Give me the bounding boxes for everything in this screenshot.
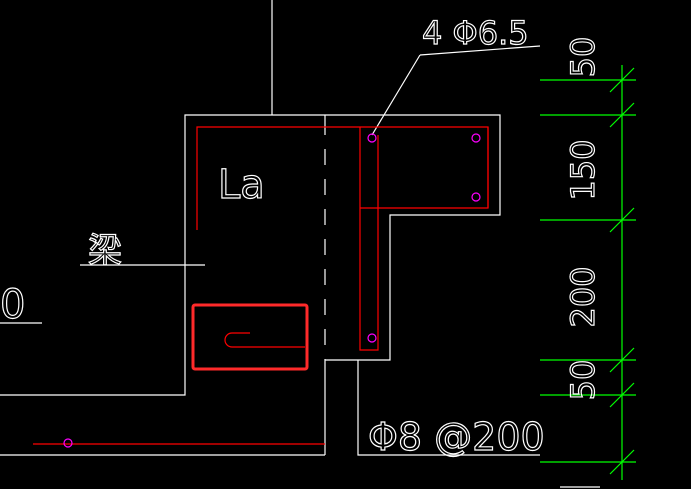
left-fragment-label: 0: [0, 282, 25, 328]
dimension-value: 50: [564, 37, 602, 78]
rebar: [33, 126, 489, 445]
rebar-label: 4 Φ6.5: [422, 14, 529, 52]
highlight-box: [191, 303, 309, 371]
rebar-dot: [367, 333, 377, 343]
concrete-outline: [0, 0, 541, 456]
la-label: La: [218, 162, 265, 208]
dimension-value: 50: [564, 360, 602, 401]
stirrup-label: Φ8 @200: [368, 415, 545, 459]
rebar-dot: [63, 438, 73, 448]
rebar-dot: [471, 133, 481, 143]
dimension-value: 200: [564, 266, 602, 327]
beam-label: 梁: [88, 231, 122, 271]
rebar-dots: [63, 133, 481, 448]
rebar-dot: [367, 133, 377, 143]
dimension-line: [540, 65, 636, 480]
rebar-dot: [471, 192, 481, 202]
dimension-value: 150: [564, 139, 602, 200]
